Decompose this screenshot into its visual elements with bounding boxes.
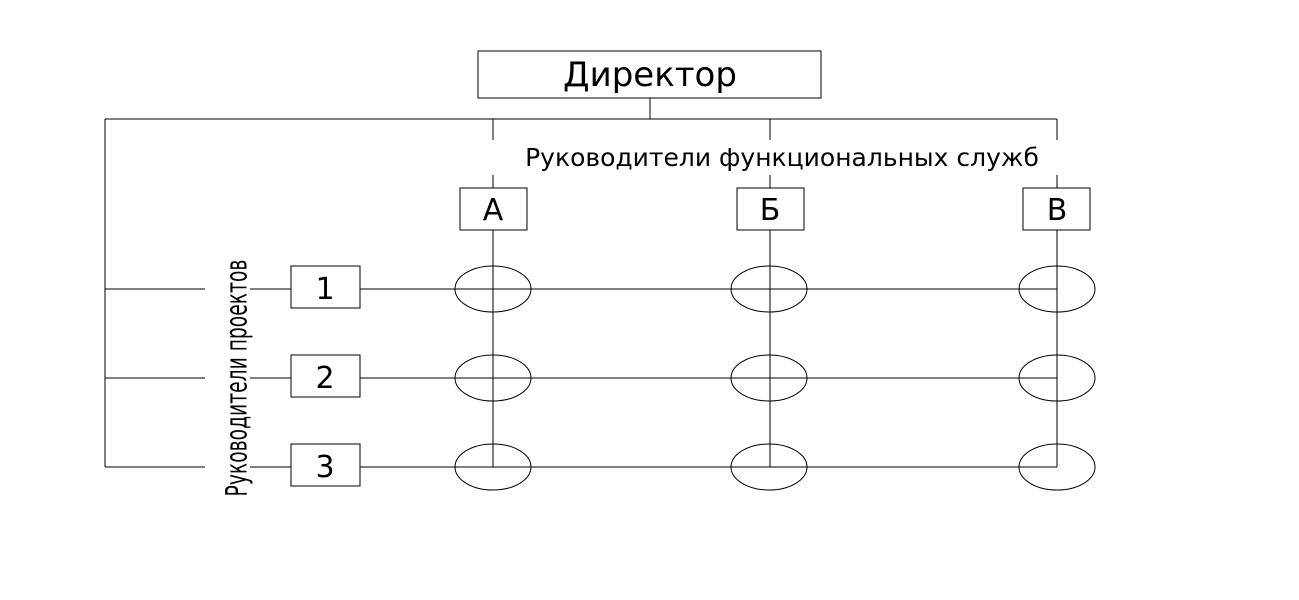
intersection-3-a: [454, 443, 532, 491]
intersection-3-c: [1018, 443, 1096, 491]
project-box-1: [290, 265, 361, 309]
unit-label-a: А: [483, 193, 504, 228]
project-label-1: 1: [315, 272, 334, 307]
intersection-1-c: [1018, 265, 1096, 313]
project-label-2: 2: [315, 361, 334, 396]
intersection-2-c: [1018, 354, 1096, 402]
unit-label-b: Б: [760, 193, 781, 228]
intersection-3-b: [730, 443, 808, 491]
project-box-3: [290, 443, 361, 487]
intersection-1-a: [454, 265, 532, 313]
unit-label-c: В: [1047, 193, 1068, 228]
project-box-2: [290, 354, 361, 398]
intersection-2-b: [730, 354, 808, 402]
project-label-3: 3: [315, 450, 334, 485]
intersection-2-a: [454, 354, 532, 402]
functional-heads-label: Руководители функциональных служб: [525, 143, 1039, 172]
intersection-1-b: [730, 265, 808, 313]
director-label: Директор: [563, 55, 737, 95]
director-box: [477, 50, 822, 99]
project-heads-label: Руководители проектов: [219, 260, 254, 497]
